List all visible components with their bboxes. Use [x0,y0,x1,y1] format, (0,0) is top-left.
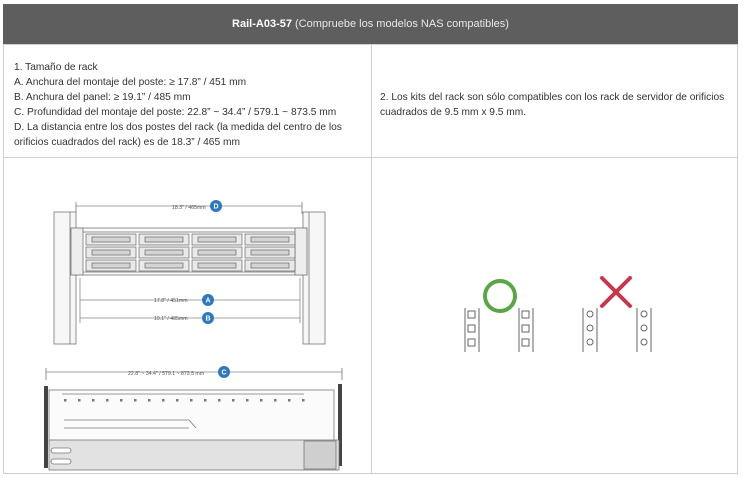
rail-hole [148,399,151,402]
rail-hole [64,399,67,402]
rail-hole [246,399,249,402]
rail-hole [176,399,179,402]
spec-a: A. Anchura del montaje del poste: ≥ 17.8… [14,77,247,88]
badge-a [202,294,214,306]
spec-b: B. Anchura del panel: ≥ 19.1” / 485 mm [14,92,191,103]
drive-bay-handle [144,236,184,243]
dimension-d-label: 18.3" / 465mm [172,205,206,211]
model-name: Rail-A03-57 [232,18,292,30]
rack-size-title: 1. Tamaño de rack [14,62,98,73]
drive-bay-handle [144,249,184,256]
page: Rail-A03-57 (Compruebe los modelos NAS c… [3,4,738,474]
incompatible-cross-icon [600,276,632,308]
spec-d: D. La distancia entre los dos postes del… [14,122,342,148]
spec-c: C. Profundidad del montaje del poste: 22… [14,107,337,118]
drive-bay-handle [197,249,237,256]
hole-type-diagram [464,276,652,352]
rail-hole [302,399,305,402]
dimension-c-label: 22.8" ~ 34.4" / 579.1 ~ 873.5 mm [128,371,204,377]
rail-hole [134,399,137,402]
rail-hole [120,399,123,402]
dimension-b-label: 19.1" / 485mm [154,316,188,322]
rail-hole [162,399,165,402]
rail-hole [260,399,263,402]
rail-hole [288,399,291,402]
drive-bay-handle [250,236,290,243]
rail-hole [190,399,193,402]
drive-bay-handle [197,262,237,269]
compatible-ok-icon [483,279,517,313]
drive-bay-handle [197,236,237,243]
rail-hole [274,399,277,402]
badge-b-letter: B [205,316,210,323]
drive-bay-handle [91,249,131,256]
header-subtitle: (Compruebe los modelos NAS compatibles) [294,18,509,30]
rail-hole [218,399,221,402]
badge-d-letter: D [213,204,218,211]
drive-bay-handle [91,262,131,269]
drive-bay-handle [250,249,290,256]
rail-hole [204,399,207,402]
compatibility-cell: 2. Los kits del rack son sólo compatible… [380,92,725,118]
rail-hole [78,399,81,402]
row-divider [4,157,737,158]
drive-bay-handle [91,236,131,243]
badge-c [218,366,230,378]
rail-hole [232,399,235,402]
rack-dimension-diagram: 18.3" / 465mm D 17.8" / 451mm A 19.1" / … [44,200,343,471]
table-header: Rail-A03-57 (Compruebe los modelos NAS c… [3,4,738,44]
badge-c-letter: C [221,370,226,377]
rail-hole [92,399,95,402]
badge-b [202,312,214,324]
drive-bay-handle [250,262,290,269]
badge-a-letter: A [205,298,210,305]
spec-table: 1. Tamaño de rack A. Anchura del montaje… [3,44,738,474]
rail-hole [106,399,109,402]
rack-size-cell: 1. Tamaño de rack A. Anchura del montaje… [14,60,366,150]
dimension-a-label: 17.8" / 451mm [154,298,188,304]
drive-bay-handle [144,262,184,269]
badge-d [210,200,222,212]
column-divider [371,45,372,473]
